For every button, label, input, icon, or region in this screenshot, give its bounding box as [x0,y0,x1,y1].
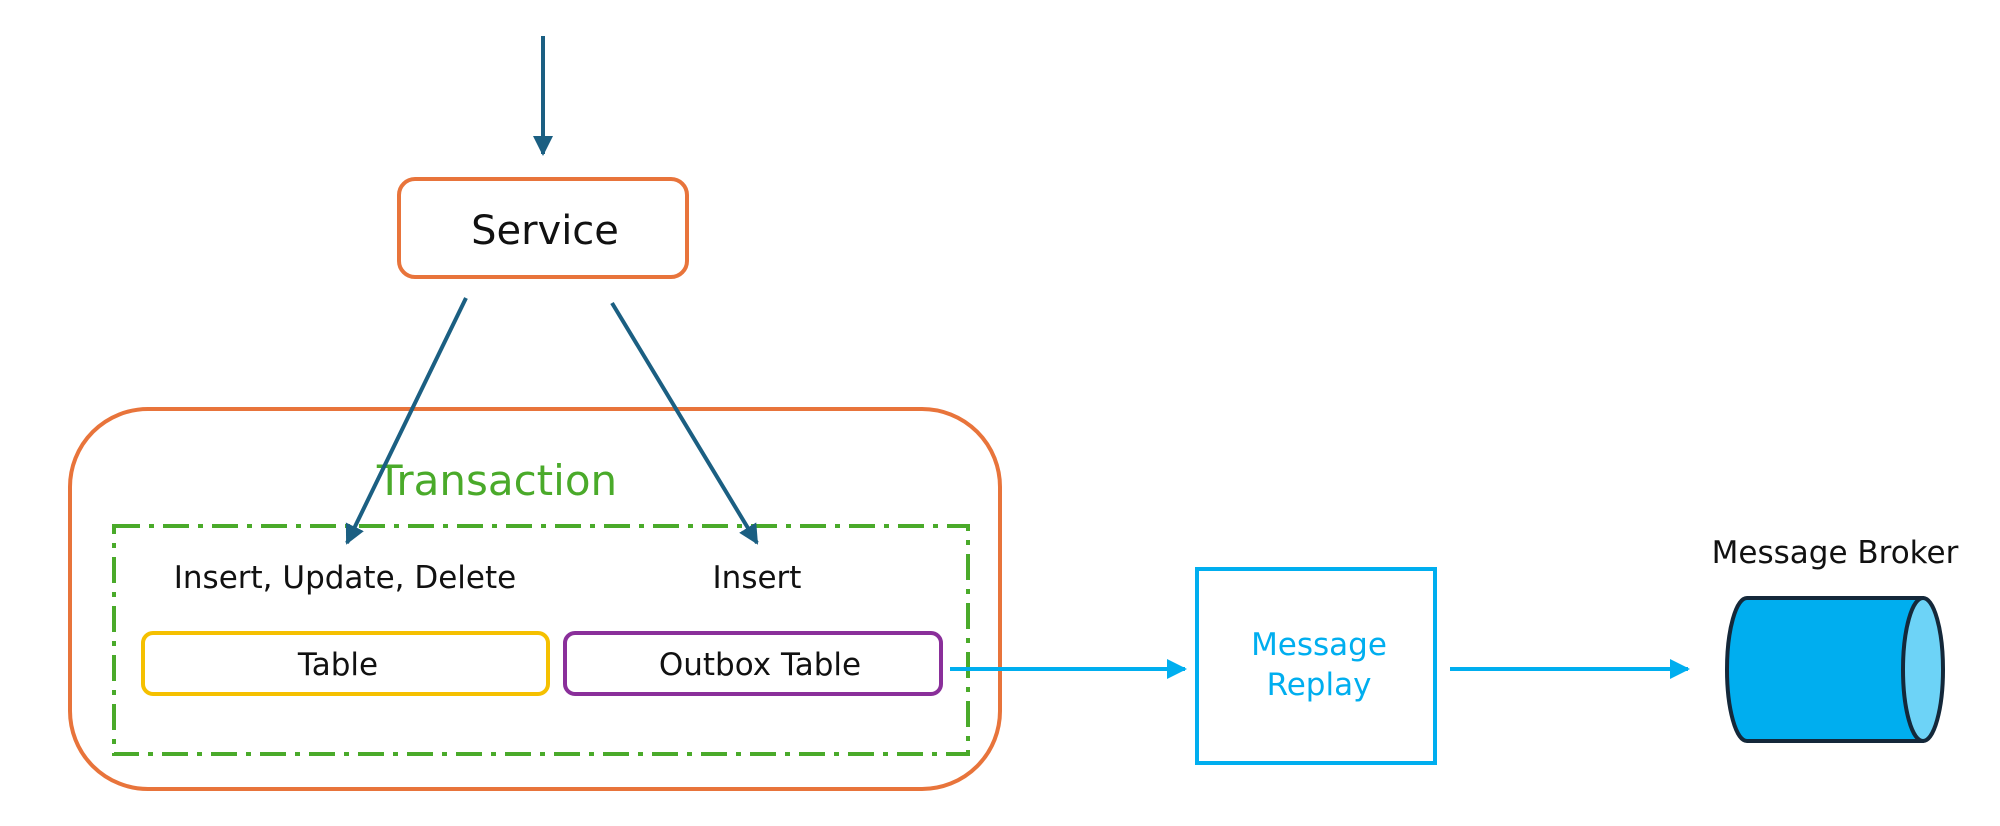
transaction-boundary [112,524,970,756]
insert-label: Insert [713,560,802,596]
service-node: Service [397,177,689,279]
message-broker-label: Message Broker [1712,535,1959,571]
transaction-container [68,407,1002,791]
message-replay-label-line2: Replay [1267,667,1372,703]
table-label: Table [297,647,378,683]
outbox-table-label: Outbox Table [659,647,861,683]
outbox-insert-arrow [610,301,759,545]
insert-update-delete-label: Insert, Update, Delete [174,560,516,596]
message-replay-label-line1: Message [1251,627,1387,663]
transaction-label: Transaction [376,456,617,505]
message-replay-node: Message Replay [1195,567,1437,765]
write-arrow [345,297,468,545]
table-node: Table [141,631,550,696]
service-label: Service [471,208,619,254]
message-broker-cylinder-icon [1725,596,1945,743]
outbox-table-node: Outbox Table [563,631,943,696]
